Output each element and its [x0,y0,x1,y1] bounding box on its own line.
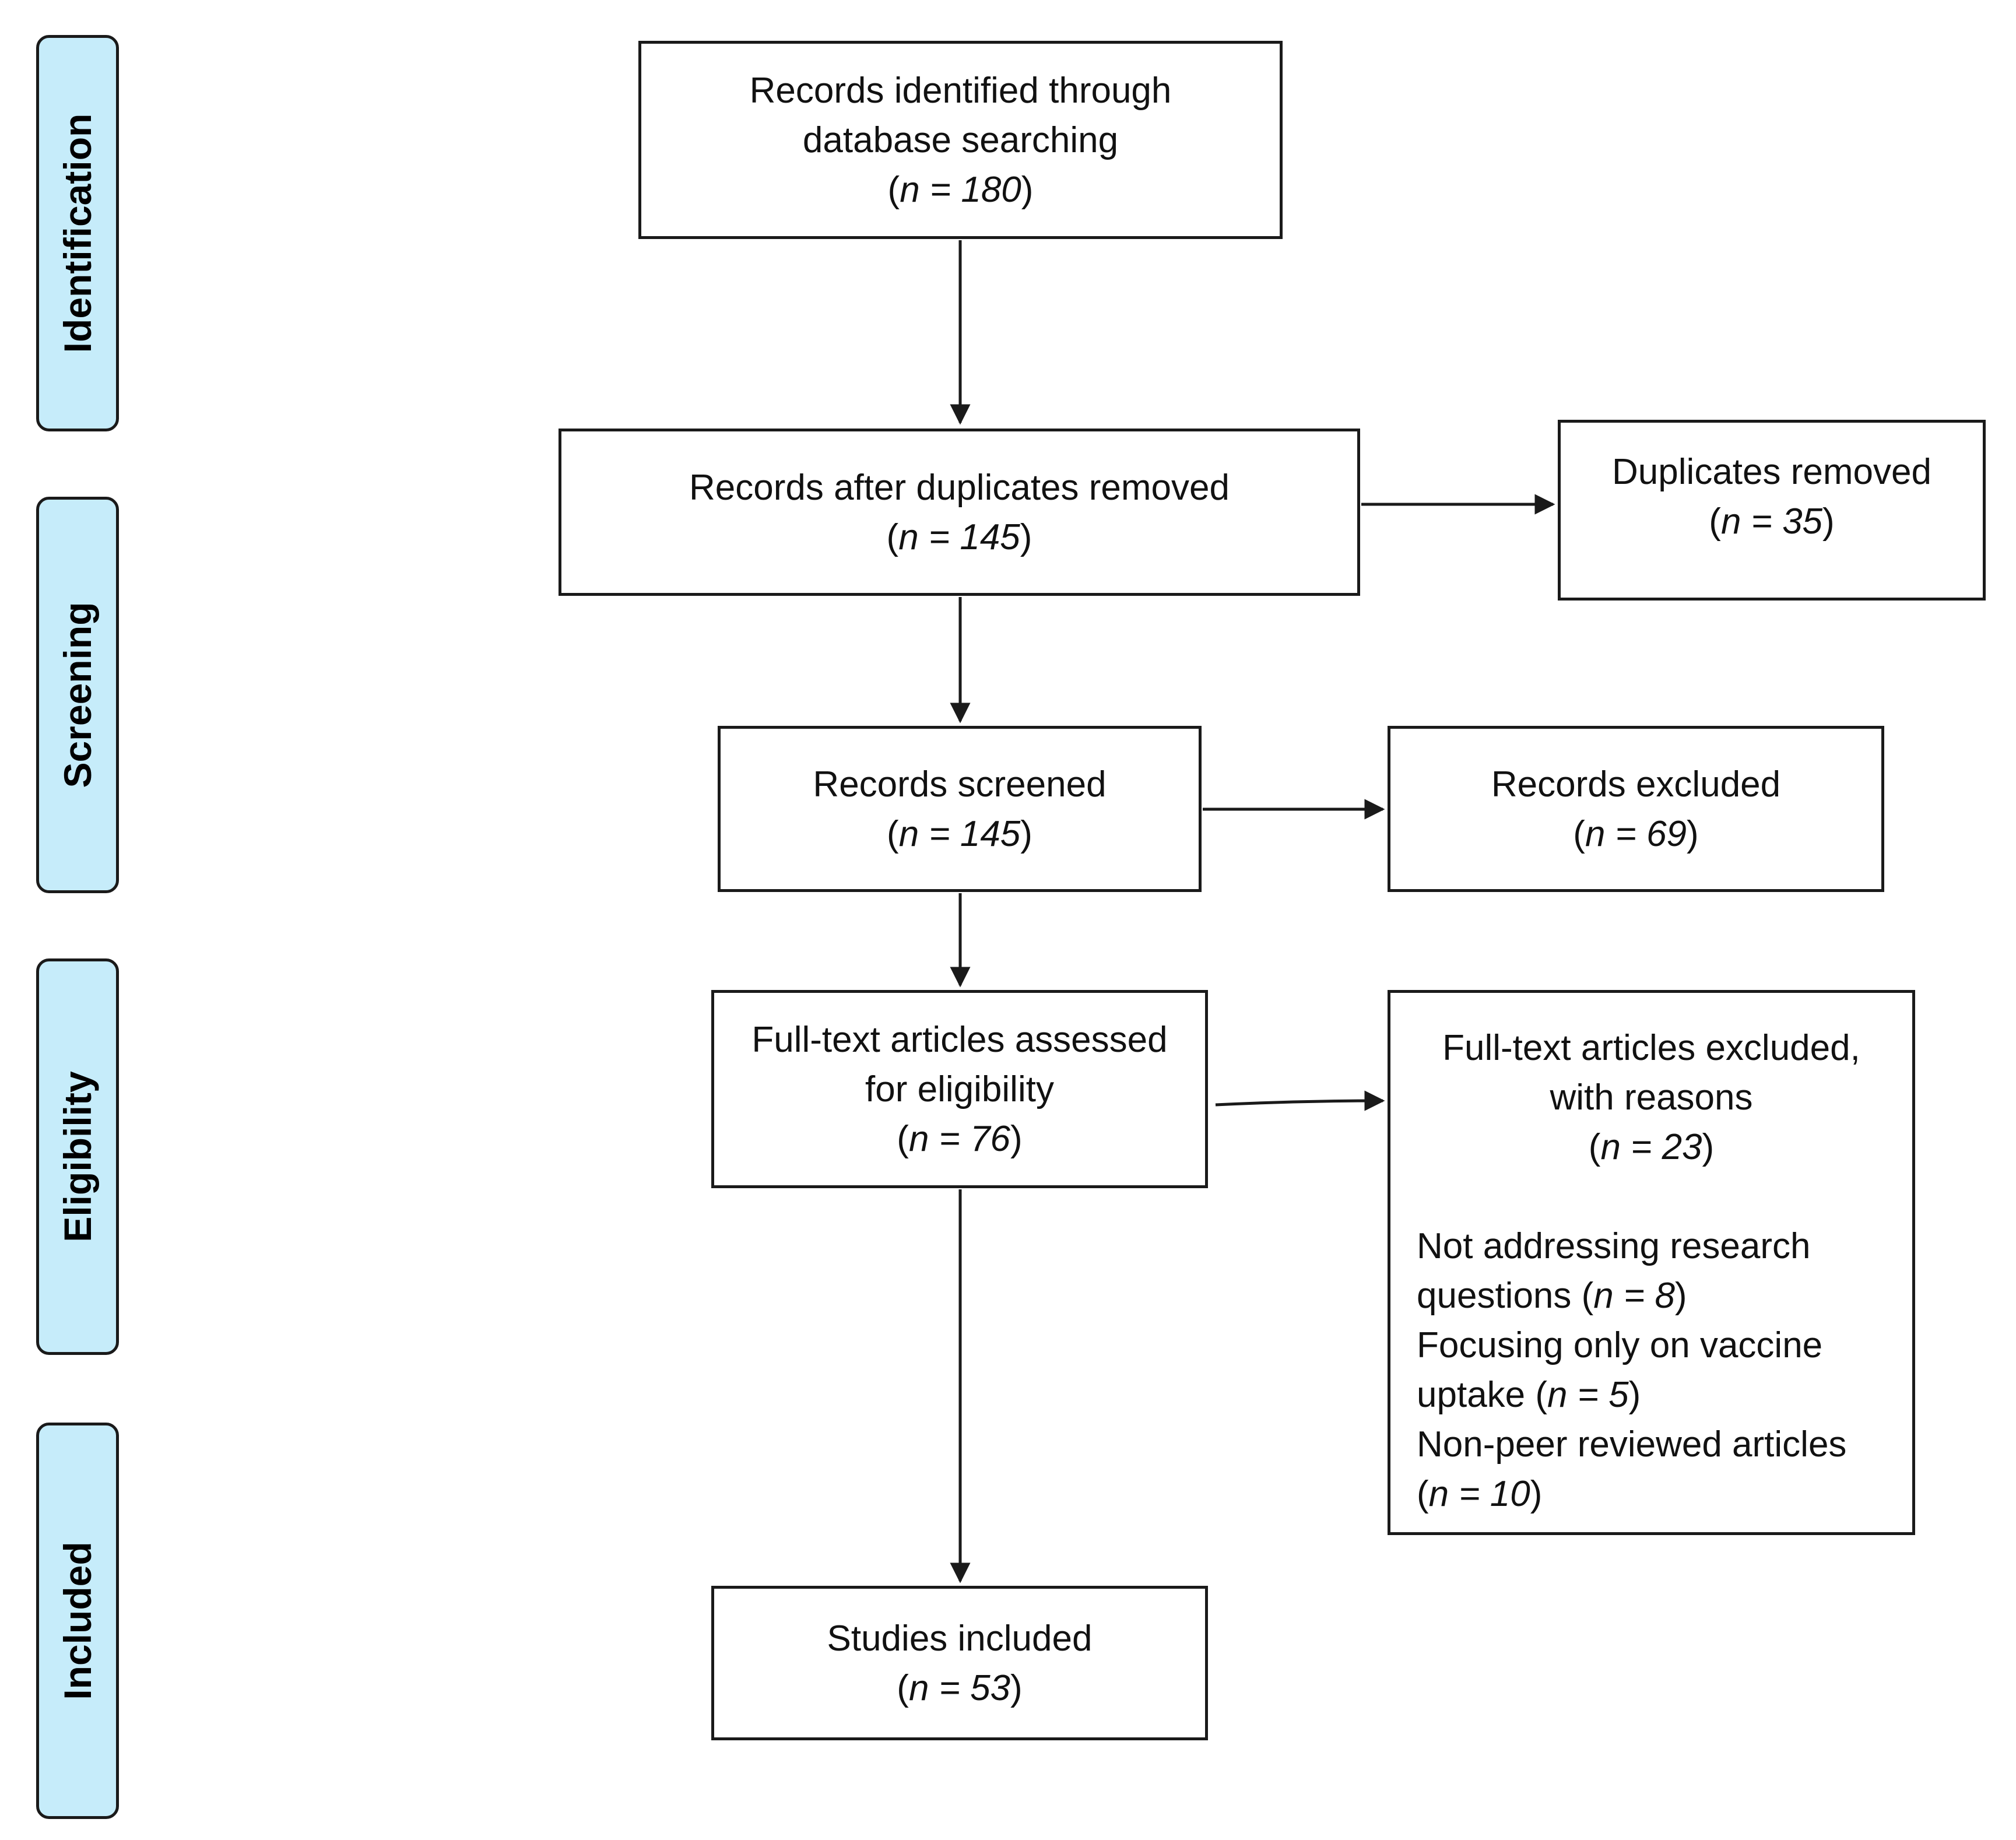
box-count: (n = 69) [1573,813,1699,854]
box-duplicates-removed: Duplicates removed (n = 35) [1558,420,1986,601]
box-count: (n = 23) [1588,1127,1715,1167]
phase-eligibility: Eligibility [36,958,119,1355]
box-count: (n = 35) [1709,501,1835,542]
box-text: Full-text articles assessed [751,1019,1168,1060]
box-records-after-duplicates: Records after duplicates removed (n = 14… [559,429,1360,596]
box-text: Records after duplicates removed [689,467,1230,508]
arrow-assessed-to-fulltext-excluded [1215,1090,1385,1111]
box-records-identified: Records identified through database sear… [638,41,1283,239]
box-text: database searching [802,120,1119,160]
box-text: Duplicates removed [1612,452,1931,492]
reason-item: uptake (n = 5) [1417,1375,1641,1415]
box-count: (n = 145) [886,517,1032,557]
reason-item: questions (n = 8) [1417,1276,1687,1316]
phase-identification: Identification [36,35,119,431]
box-text: with reasons [1550,1077,1753,1118]
box-count: (n = 145) [887,813,1032,854]
box-text: Records identified through [749,70,1172,111]
box-text: for eligibility [865,1069,1054,1109]
box-fulltext-excluded: Full-text articles excluded, with reason… [1388,990,1915,1535]
exclusion-reasons-list: Not addressing research questions (n = 8… [1390,1221,1912,1519]
box-records-screened: Records screened (n = 145) [718,726,1202,892]
box-text: Records excluded [1491,764,1781,805]
phase-included: Included [36,1423,119,1819]
reason-item: Not addressing research [1417,1226,1811,1266]
box-count: (n = 53) [897,1667,1023,1708]
reason-item: Focusing only on vaccine [1417,1325,1823,1365]
box-count: (n = 180) [887,169,1034,210]
box-text: Full-text articles excluded, [1442,1028,1860,1068]
reason-item: (n = 10) [1417,1474,1543,1514]
box-text: Records screened [813,764,1107,805]
box-records-excluded: Records excluded (n = 69) [1388,726,1884,892]
box-text: Studies included [827,1618,1093,1659]
reason-item: Non-peer reviewed articles [1417,1424,1847,1465]
box-studies-included: Studies included (n = 53) [711,1586,1208,1740]
phase-screening: Screening [36,497,119,893]
box-count: (n = 76) [897,1118,1023,1159]
box-fulltext-assessed: Full-text articles assessed for eligibil… [711,990,1208,1188]
